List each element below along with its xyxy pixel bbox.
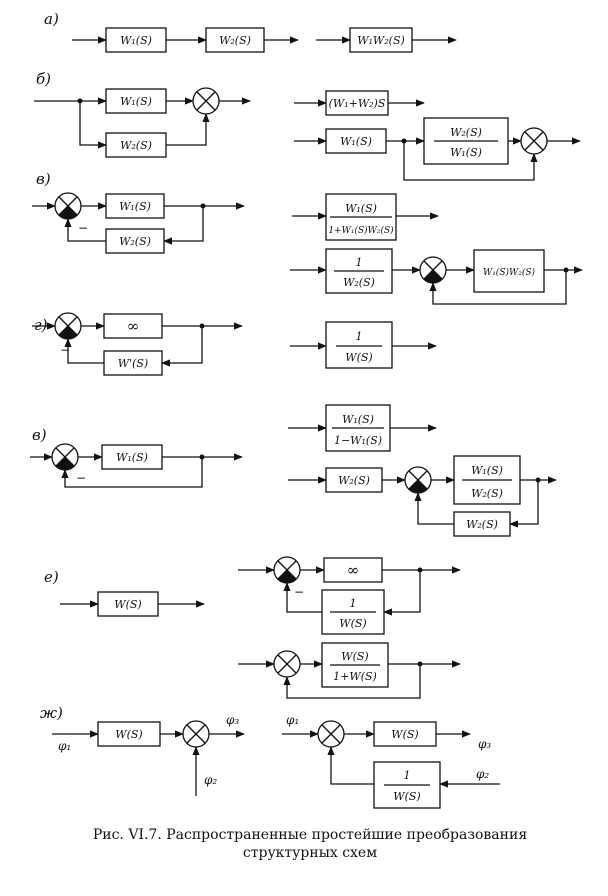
block-w1-label: W₁(S) <box>120 95 152 108</box>
frac-num: 1 <box>356 330 363 343</box>
block-infinity <box>323 557 383 583</box>
block-w1 <box>105 88 167 114</box>
minus-sign: − <box>294 585 304 599</box>
section-zh: ж) φ₁ W(S) φ₃ φ₂ φ₁ W(S) φ₃ φ₂ 1 W(S) <box>40 704 500 809</box>
block-w1-plus-w2-label: (W₁+W₂)S <box>329 97 386 110</box>
block-1-over-w <box>325 321 393 369</box>
caption-line-1: Рис. VI.7. Распространенные простейшие п… <box>92 827 528 843</box>
minus-sign: − <box>76 471 86 485</box>
block-infinity-label: ∞ <box>347 561 360 579</box>
section-b: б) W₁(S) W₂(S) (W₁+W₂)S W₁(S) W₂(S) W₁(S… <box>34 70 581 181</box>
block-w2-label: W₂(S) <box>120 139 152 152</box>
block-w1-label: W₁(S) <box>340 135 372 148</box>
block-w1-label: W₁(S) <box>120 34 152 47</box>
block-w2-label: W₂(S) <box>466 518 498 531</box>
label-e: е) <box>44 568 59 586</box>
block-w2 <box>453 511 511 537</box>
summing-junction <box>182 720 210 748</box>
frac-num: 1 <box>356 256 363 269</box>
frac-den: 1−W₁(S) <box>334 434 382 447</box>
section-v1: в) − W₁(S) W₂(S) W₁(S) 1+W₁(S)W₂(S) 1 W₂… <box>32 170 583 305</box>
frac-num: W(S) <box>341 650 368 663</box>
frac-num: W₁(S) <box>342 413 374 426</box>
block-infinity-label: ∞ <box>127 317 140 335</box>
block-w2 <box>105 228 165 254</box>
comparator <box>404 466 432 494</box>
block-w2-label: W₂(S) <box>338 474 370 487</box>
signal-phi2: φ₂ <box>476 767 489 781</box>
block-w1 <box>325 128 387 154</box>
frac-den: W(S) <box>393 790 420 803</box>
summing-junction <box>317 720 345 748</box>
block-w <box>373 721 437 747</box>
frac-den: W(S) <box>339 617 366 630</box>
signal-phi3: φ₃ <box>478 737 491 751</box>
frac-den: W(S) <box>345 351 372 364</box>
section-v2: в) − W₁(S) W₁(S) 1−W₁(S) W₂(S) W₁(S) <box>30 404 557 537</box>
comparator <box>51 443 79 471</box>
frac-num: 1 <box>350 597 357 610</box>
caption-line-2: структурных схем <box>242 845 378 861</box>
frac-den: W₁(S) <box>450 146 482 159</box>
summing-junction <box>520 127 548 155</box>
signal-phi1: φ₁ <box>58 739 71 753</box>
block-w-label: W(S) <box>115 728 142 741</box>
minus-sign: − <box>60 343 70 357</box>
section-e: е) W(S) − ∞ 1 W(S) W(S) 1+W(S) <box>44 556 461 699</box>
comparator <box>273 556 301 584</box>
block-w1-label: W₁(S) <box>119 200 151 213</box>
label-g: г) <box>34 316 48 334</box>
block-w2-label: W₂(S) <box>219 34 251 47</box>
frac-den: 1+W(S) <box>333 670 377 683</box>
block-w1w2-series-label: W₁(S)W₂(S) <box>483 267 536 278</box>
signal-phi2: φ₂ <box>204 773 217 787</box>
section-g: г) − ∞ W'(S) 1 W(S) <box>32 312 437 376</box>
label-a: а) <box>44 10 59 28</box>
frac-num: 1 <box>404 769 411 782</box>
block-w1 <box>101 444 163 470</box>
block-w1w2 <box>349 27 413 53</box>
frac-num: W₂(S) <box>450 126 482 139</box>
block-w-prime <box>103 350 163 376</box>
frac-num: W₁(S) <box>345 202 377 215</box>
block-infinity <box>103 313 163 339</box>
block-w2-label: W₂(S) <box>119 235 151 248</box>
frac-den: W₂(S) <box>471 487 503 500</box>
comparator <box>54 312 82 340</box>
label-b: б) <box>36 70 51 88</box>
summing-junction <box>192 87 220 115</box>
frac-den: W₂(S) <box>343 276 375 289</box>
minus-sign: − <box>78 221 88 235</box>
label-v2: в) <box>32 426 47 444</box>
section-a: а) W₁(S) W₂(S) W₁W₂(S) <box>44 10 457 53</box>
comparator <box>54 192 82 220</box>
block-w-label: W(S) <box>391 728 418 741</box>
comparator <box>419 256 447 284</box>
label-zh: ж) <box>40 704 63 722</box>
block-w1-label: W₁(S) <box>116 451 148 464</box>
label-v1: в) <box>36 170 51 188</box>
block-w2 <box>105 132 167 158</box>
frac-den: 1+W₁(S)W₂(S) <box>328 225 394 236</box>
block-w1w2-series <box>473 249 545 293</box>
block-w1 <box>105 193 165 219</box>
block-w-prime-label: W'(S) <box>118 357 148 370</box>
summing-junction <box>273 650 301 678</box>
block-w-label: W(S) <box>114 598 141 611</box>
block-w1w2-label: W₁W₂(S) <box>357 34 405 47</box>
signal-phi1: φ₁ <box>286 713 299 727</box>
signal-phi3: φ₃ <box>226 713 239 727</box>
figure-caption: Рис. VI.7. Распространенные простейшие п… <box>60 826 560 862</box>
frac-num: W₁(S) <box>471 464 503 477</box>
